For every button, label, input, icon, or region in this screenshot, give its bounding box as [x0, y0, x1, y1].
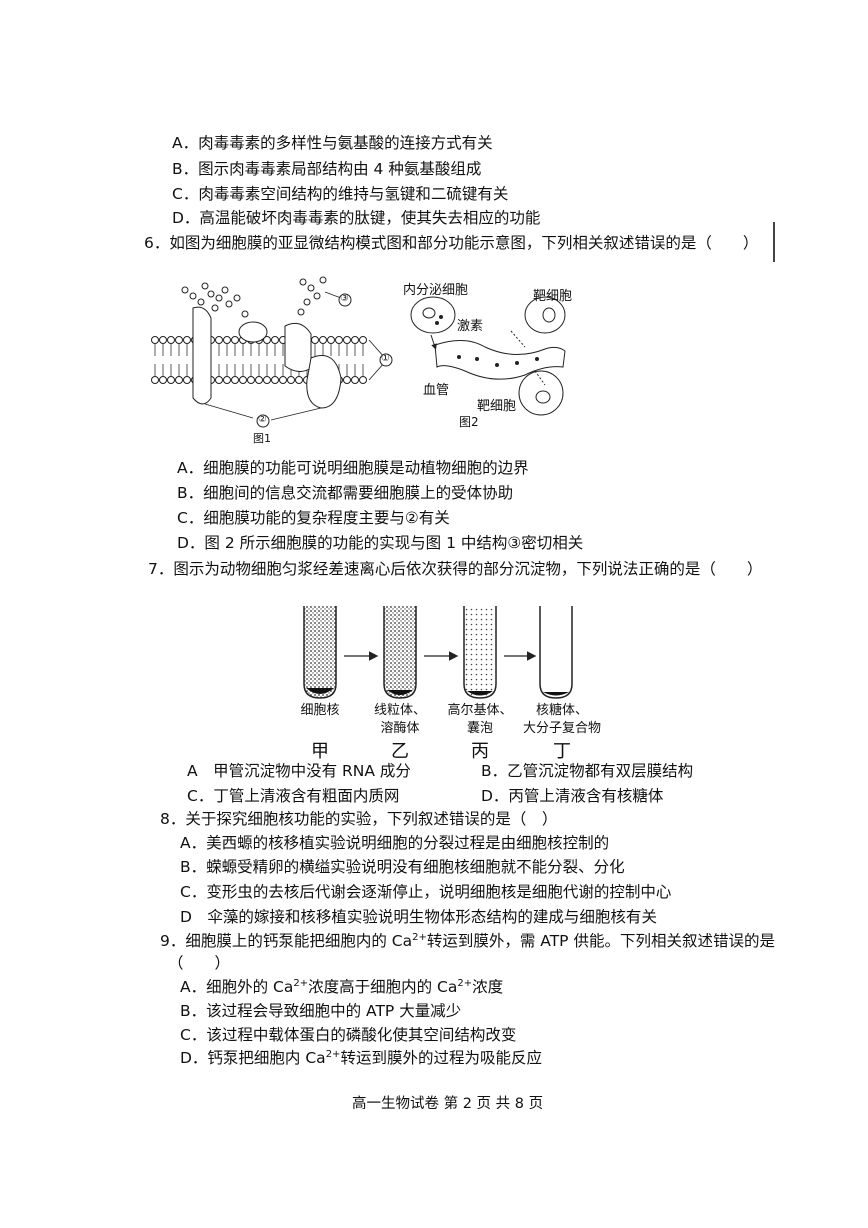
q6-option-d: D．图 2 所示细胞膜的功能的实现与图 1 中结构③密切相关 — [177, 534, 584, 552]
tube-3-mark: 丙 — [471, 741, 489, 762]
fig2-endocrine-label: 内分泌细胞 — [403, 283, 469, 298]
q5-option-b: B．图示肉毒毒素局部结构由 4 种氨基酸组成 — [172, 160, 482, 178]
q9-answer-paren: （ ） — [168, 954, 231, 972]
tube-3-label: 高尔基体、囊泡 — [447, 703, 513, 736]
fig2-target-top-label: 靶细胞 — [533, 289, 573, 304]
q8-option-b: B．蝾螈受精卵的横缢实验说明没有细胞核细胞就不能分裂、分化 — [180, 858, 625, 876]
q9-option-c: C．该过程中载体蛋白的磷酸化使其空间结构改变 — [180, 1026, 517, 1044]
fig1-label-3: ③ — [340, 293, 349, 304]
fig1-label-2: ② — [258, 414, 267, 425]
fig2-caption: 图2 — [459, 415, 479, 429]
q7-option-c: C．丁管上清液含有粗面内质网 — [187, 787, 400, 805]
q5-option-d: D．高温能破坏肉毒毒素的肽键，使其失去相应的功能 — [172, 209, 541, 227]
fig2-vessel-label: 血管 — [423, 383, 450, 398]
q6-option-a: A．细胞膜的功能可说明细胞膜是动植物细胞的边界 — [177, 459, 529, 477]
tube-2-label: 线粒体、溶酶体 — [373, 703, 426, 736]
fig2-target-bottom-label: 靶细胞 — [477, 399, 517, 414]
q9-option-a: A．细胞外的 Ca2+浓度高于细胞内的 Ca2+浓度 — [180, 977, 504, 996]
fig2-hormone-label: 激素 — [457, 319, 484, 334]
fig1-label-1: ① — [381, 353, 390, 364]
tube-4-mark: 丁 — [553, 741, 571, 762]
q6-stem: 6．如图为细胞膜的亚显微结构模式图和部分功能示意图，下列相关叙述错误的是（ ） — [144, 234, 759, 252]
tube-1-label: 细胞核 — [300, 703, 340, 718]
q5-option-c: C．肉毒毒素空间结构的维持与氢键和二硫键有关 — [172, 185, 509, 203]
q8-option-d: D 伞藻的嫁接和核移植实验说明生物体形态结构的建成与细胞核有关 — [180, 908, 657, 926]
q6-option-c: C．细胞膜功能的复杂程度主要与②有关 — [177, 509, 450, 527]
q7-option-d: D．丙管上清液含有核糖体 — [481, 787, 664, 805]
q8-option-a: A．美西螈的核移植实验说明细胞的分裂过程是由细胞核控制的 — [180, 834, 610, 852]
q8-option-c: C．变形虫的去核后代谢会逐渐停止，说明细胞核是细胞代谢的控制中心 — [180, 883, 672, 901]
tube-4-label: 核糖体、大分子复合物 — [522, 703, 601, 736]
q7-stem: 7．图示为动物细胞匀浆经差速离心后依次获得的部分沉淀物，下列说法正确的是（ ） — [148, 560, 763, 578]
q5-option-a: A．肉毒毒素的多样性与氨基酸的连接方式有关 — [172, 134, 493, 152]
scan-edge-mark — [773, 222, 775, 262]
tube-2-mark: 乙 — [391, 741, 409, 762]
q8-stem: 8．关于探究细胞核功能的实验，下列叙述错误的是（ ） — [160, 810, 558, 828]
tube-1-mark: 甲 — [311, 741, 329, 762]
q9-option-d: D．钙泵把细胞内 Ca2+转运到膜外的过程为吸能反应 — [180, 1048, 542, 1067]
page-footer: 高一生物试卷 第 2 页 共 8 页 — [352, 1096, 544, 1112]
figure-2-signaling: 内分泌细胞 激素 靶细胞 血管 靶细胞 图2 — [395, 275, 595, 435]
fig1-caption: 图1 — [253, 432, 271, 445]
q9-stem: 9．细胞膜上的钙泵能把细胞内的 Ca2+转运到膜外，需 ATP 供能。下列相关叙… — [160, 931, 775, 950]
q7-option-a: A 甲管沉淀物中没有 RNA 成分 — [187, 762, 411, 780]
q6-option-b: B．细胞间的信息交流都需要细胞膜上的受体协助 — [177, 484, 514, 502]
q9-option-b: B．该过程会导致细胞中的 ATP 大量减少 — [180, 1002, 462, 1020]
q7-option-b: B．乙管沉淀物都有双层膜结构 — [481, 762, 694, 780]
figure-1-membrane: ① ② ③ 图1 — [145, 268, 395, 448]
figure-centrifuge-tubes — [290, 598, 610, 708]
